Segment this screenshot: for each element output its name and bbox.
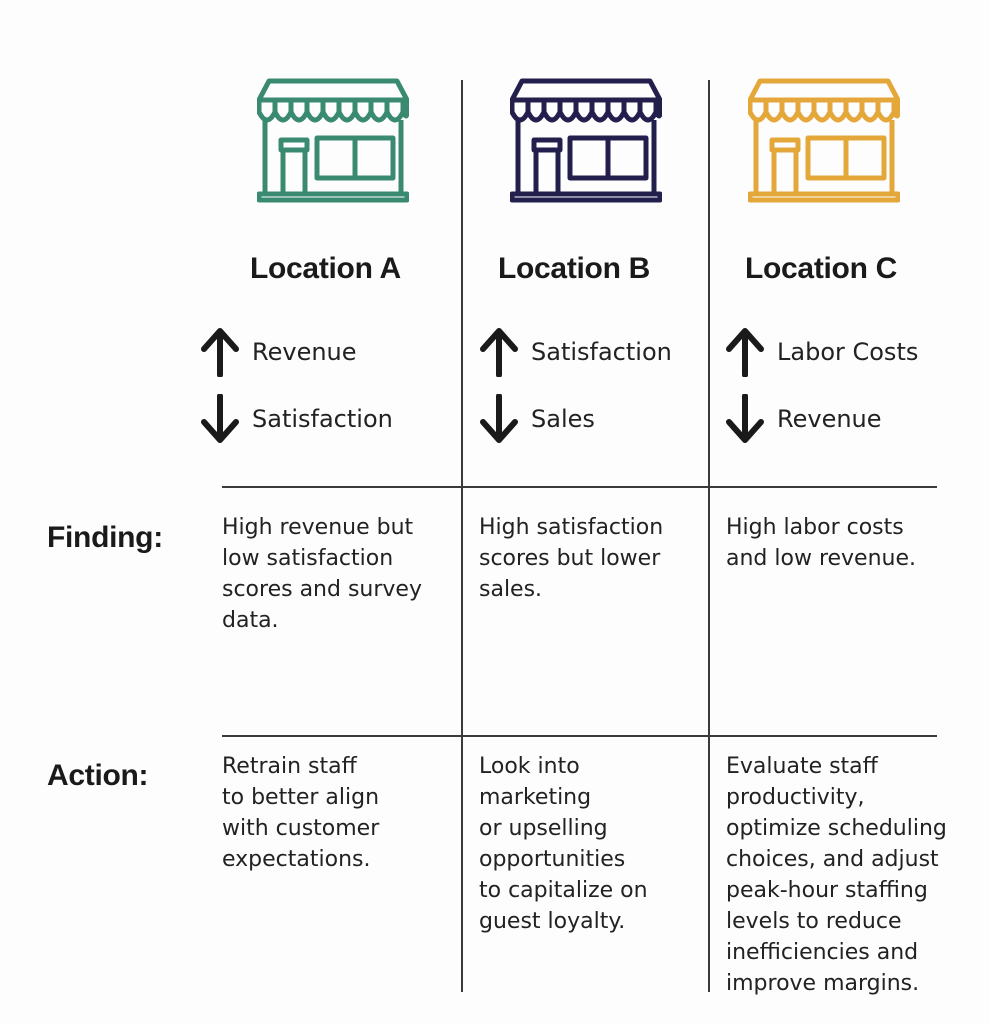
arrow-up-icon [201, 328, 239, 377]
location-b-up-metric: Satisfaction [479, 327, 672, 377]
arrow-down-icon [480, 394, 518, 443]
location-c-down-metric: Revenue [725, 394, 882, 444]
location-b-title: Location B [498, 252, 650, 285]
location-a-up-metric: Revenue [200, 327, 357, 377]
action-cell-location-b: Look into marketing or upselling opportu… [479, 754, 648, 934]
location-a-title: Location A [250, 252, 401, 285]
location-c-title: Location C [745, 252, 897, 285]
metric-label: Labor Costs [777, 338, 919, 366]
action-cell-location-a: Retrain staff to better align with custo… [222, 754, 380, 872]
finding-cell-location-a: High revenue but low satisfaction scores… [222, 515, 422, 633]
storefront-icon [257, 78, 409, 204]
location-a-down-metric: Satisfaction [200, 394, 393, 444]
finding-cell-location-b: High satisfaction scores but lower sales… [479, 515, 664, 602]
metric-label: Revenue [777, 405, 882, 433]
location-c-up-metric: Labor Costs [725, 327, 918, 377]
metric-label: Sales [531, 405, 595, 433]
arrow-down-icon [726, 394, 764, 443]
metric-label: Revenue [252, 338, 357, 366]
metric-label: Satisfaction [531, 338, 672, 366]
arrow-up-icon [480, 328, 518, 377]
metric-label: Satisfaction [252, 405, 393, 433]
location-b-down-metric: Sales [479, 394, 595, 444]
storefront-icon [748, 78, 900, 204]
action-cell-location-c: Evaluate staff productivity, optimize sc… [726, 754, 947, 996]
column-divider-ab [461, 80, 463, 992]
arrow-down-icon [201, 394, 239, 443]
row-divider-action [222, 735, 937, 737]
finding-row-label: Finding: [47, 521, 163, 554]
action-row-label: Action: [47, 759, 149, 792]
row-divider-finding [222, 486, 937, 488]
arrow-up-icon [726, 328, 764, 377]
finding-cell-location-c: High labor costs and low revenue. [726, 515, 917, 571]
column-divider-bc [708, 80, 710, 992]
storefront-icon [510, 78, 662, 204]
